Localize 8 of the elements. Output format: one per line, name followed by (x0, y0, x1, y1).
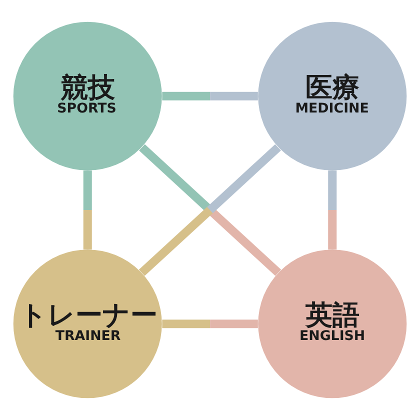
node-circle: 医療 MEDICINE (258, 22, 407, 170)
connector (83, 170, 92, 250)
connector (162, 320, 258, 328)
node-circle: 英語 ENGLISH (258, 250, 407, 398)
connector (328, 170, 337, 250)
node-circle: 競技 SPORTS (13, 22, 162, 170)
connector (162, 92, 258, 100)
node-circle: トレーナー TRAINER (13, 250, 162, 398)
